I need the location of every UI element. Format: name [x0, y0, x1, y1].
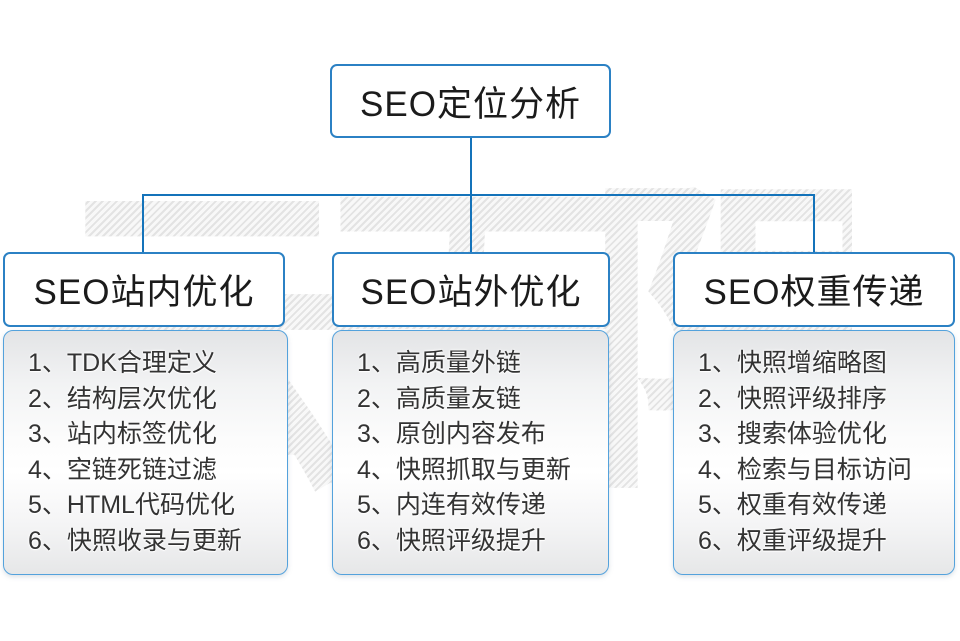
- branch-header-offsite: SEO站外优化: [332, 252, 610, 327]
- branch-header-label: SEO权重传递: [703, 273, 925, 312]
- branch-panel-onsite: 1、TDK合理定义 2、结构层次优化 3、站内标签优化 4、空链死链过滤 5、H…: [3, 330, 288, 575]
- root-node-seo-positioning: SEO定位分析: [330, 64, 611, 138]
- list-item: 1、快照增缩略图: [698, 349, 887, 377]
- connector-stem-line: [470, 137, 472, 195]
- connector-drop-right-line: [813, 195, 815, 253]
- list-item: 2、快照评级排序: [698, 384, 887, 413]
- connector-drop-middle-line: [470, 195, 472, 253]
- list-item: 3、站内标签优化: [28, 420, 217, 448]
- branch-header-onsite: SEO站内优化: [3, 252, 285, 327]
- list-item: 3、搜索体验优化: [698, 420, 887, 448]
- connector-horizontal-line: [142, 194, 815, 196]
- branch-panel-offsite: 1、高质量外链 2、高质量友链 3、原创内容发布 4、快照抓取与更新 5、内连有…: [332, 330, 609, 575]
- connector-drop-left-line: [142, 195, 144, 253]
- list-item: 6、快照评级提升: [357, 526, 546, 555]
- list-item: 2、结构层次优化: [28, 384, 217, 413]
- list-item: 4、空链死链过滤: [28, 455, 217, 484]
- list-item: 3、原创内容发布: [357, 420, 546, 448]
- branch-header-label: SEO站内优化: [33, 273, 255, 312]
- list-item: 5、权重有效传递: [698, 491, 887, 519]
- list-item: 4、检索与目标访问: [698, 455, 912, 484]
- list-item: 5、内连有效传递: [357, 491, 546, 519]
- list-item: 5、HTML代码优化: [28, 491, 235, 519]
- branch-header-weight: SEO权重传递: [673, 252, 955, 327]
- root-node-label: SEO定位分析: [360, 84, 581, 124]
- branch-header-label: SEO站外优化: [360, 273, 582, 312]
- list-item: 1、高质量外链: [357, 349, 521, 377]
- list-item: 4、快照抓取与更新: [357, 455, 571, 484]
- list-item: 6、权重评级提升: [698, 526, 887, 555]
- list-item: 6、快照收录与更新: [28, 526, 242, 555]
- list-item: 2、高质量友链: [357, 384, 521, 413]
- branch-panel-weight: 1、快照增缩略图 2、快照评级排序 3、搜索体验优化 4、检索与目标访问 5、权…: [673, 330, 955, 575]
- list-item: 1、TDK合理定义: [28, 349, 217, 377]
